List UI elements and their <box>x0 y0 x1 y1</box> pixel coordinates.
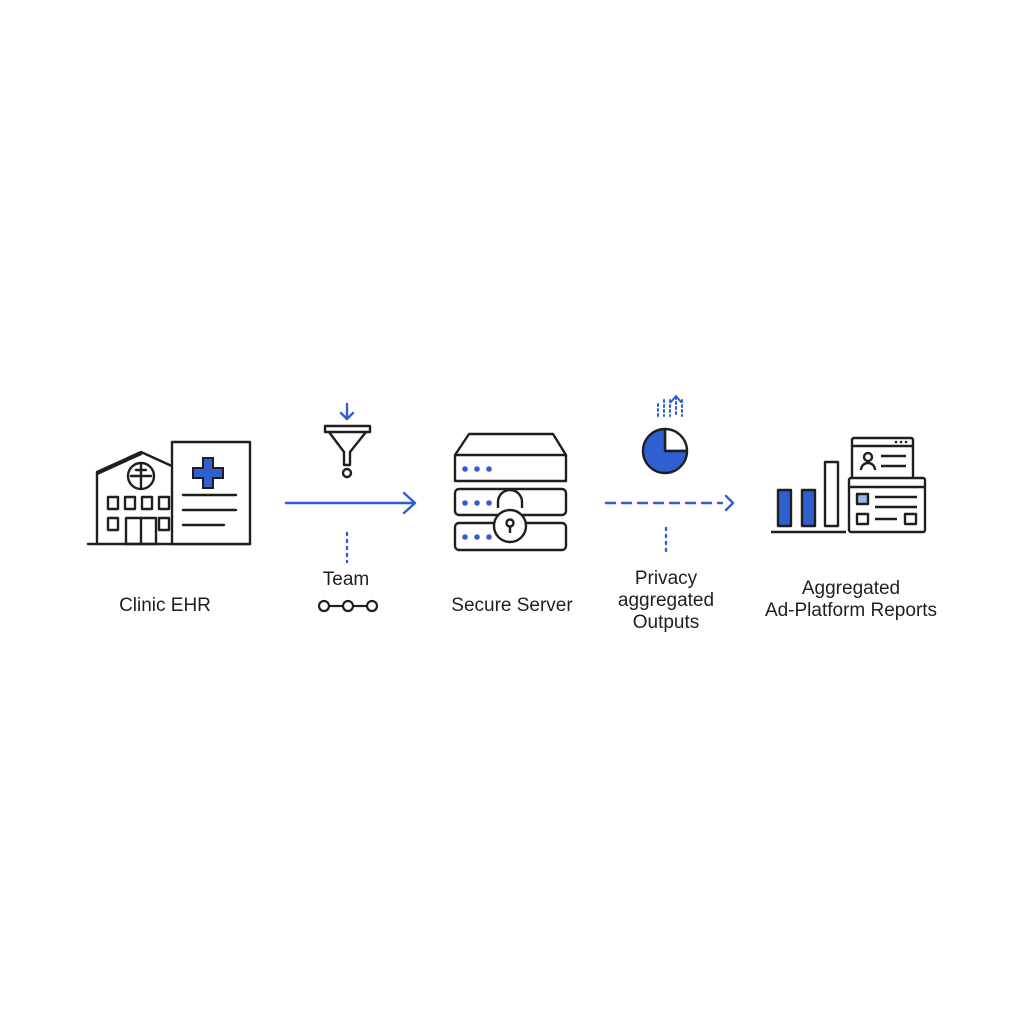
connected-nodes-icon <box>317 599 379 613</box>
node-label-secure-server: Secure Server <box>437 595 587 617</box>
pie-chart-icon <box>641 427 689 475</box>
bar-chart-and-report-windows-icon <box>771 436 927 534</box>
funnel-filter-icon <box>323 402 372 479</box>
label-line: Privacy <box>634 568 698 589</box>
label-line: Outputs <box>632 612 700 633</box>
window-control-dots <box>894 440 908 444</box>
label-line: Aggregated <box>801 578 901 599</box>
node-label-clinic-ehr: Clinic EHR <box>95 595 235 617</box>
label-line: Secure Server <box>451 595 573 616</box>
dotted-upload-arrow-icon <box>657 394 683 417</box>
dashed-flow-arrow <box>604 494 735 512</box>
hospital-with-medical-record-icon <box>86 440 252 546</box>
node-label-reports: Aggregated Ad-Platform Reports <box>746 578 956 622</box>
medical-cross-icon <box>192 457 224 489</box>
label-line: Ad-Platform Reports <box>764 600 938 621</box>
label-line: aggregated <box>617 590 715 611</box>
solid-flow-arrow <box>284 491 417 515</box>
node-label-privacy-outputs: Privacy aggregated Outputs <box>601 568 731 634</box>
server-status-lights <box>462 466 492 540</box>
locked-server-stack-icon <box>453 432 568 552</box>
node-label-team: Team <box>296 569 396 591</box>
label-line: Clinic EHR <box>119 595 211 616</box>
label-line: Team <box>322 569 370 590</box>
